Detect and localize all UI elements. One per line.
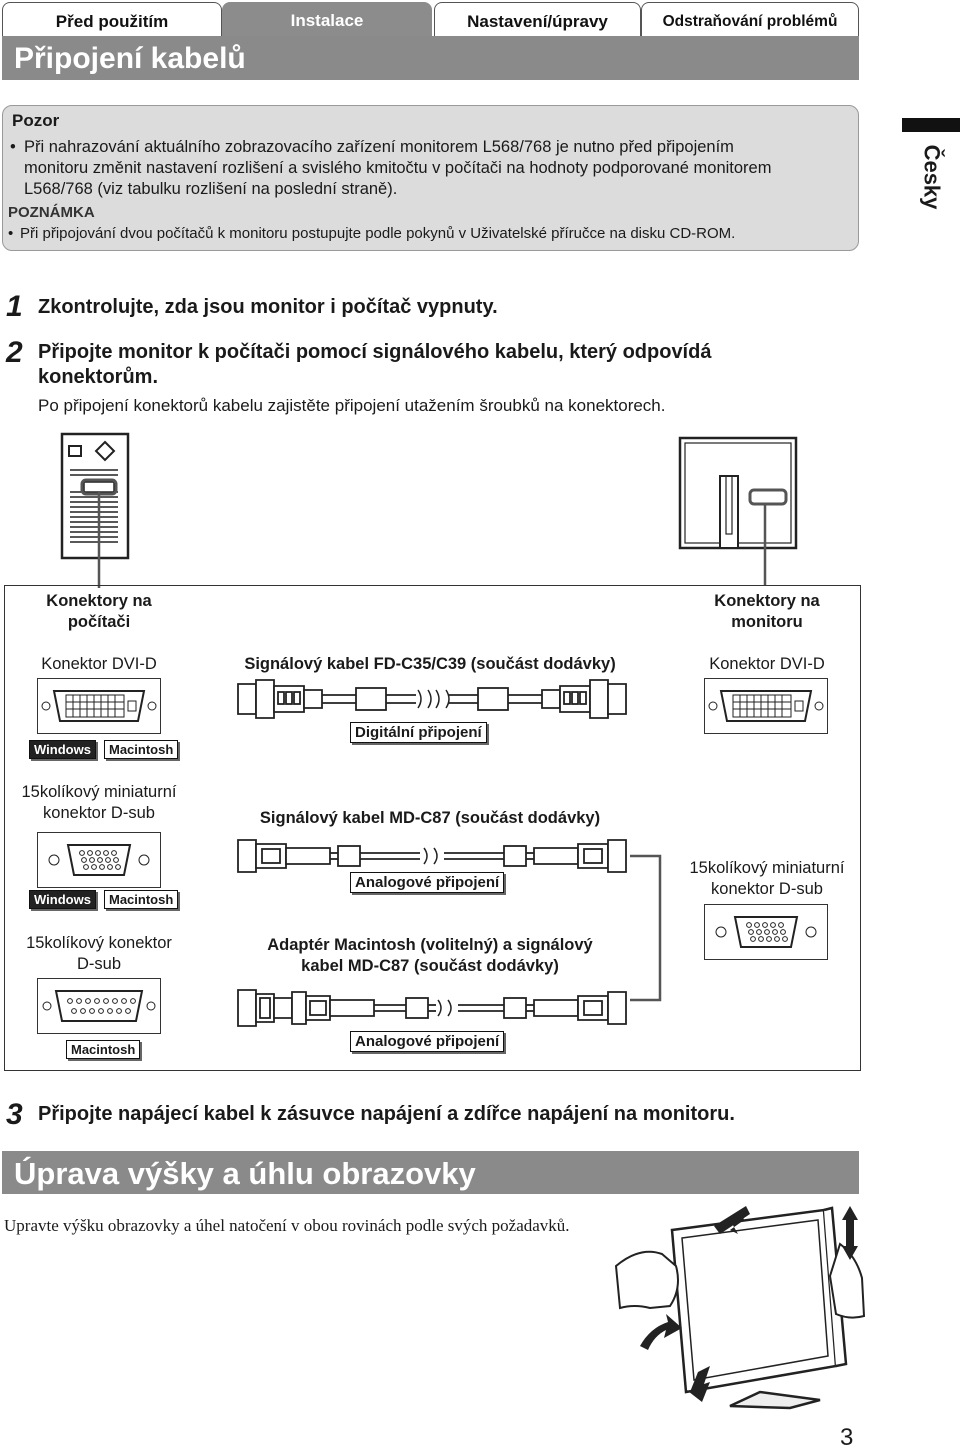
pc-header-line-2: počítači bbox=[67, 613, 131, 631]
tab-pred-pouzitim[interactable]: Před použitím bbox=[2, 2, 222, 37]
dvi-port-icon bbox=[708, 690, 824, 722]
caution-title: Pozor bbox=[12, 111, 60, 130]
monitor-dvi-port-box bbox=[704, 678, 828, 734]
mac-adapter-cable-illustration bbox=[237, 989, 627, 1027]
tab-nastaveni[interactable]: Nastavení/úpravy bbox=[434, 2, 641, 37]
mac-dsub-port-icon bbox=[42, 990, 156, 1022]
step-2-number: 2 bbox=[6, 336, 23, 369]
cable-join-lines bbox=[630, 854, 662, 1002]
pc-dsub-port-box bbox=[37, 832, 161, 888]
row2-pc-label-line-1: 15kolíkový miniaturní bbox=[21, 783, 177, 801]
row3-cable-label-line-2: kabel MD-C87 (součást dodávky) bbox=[301, 957, 559, 975]
step-2-subtext: Po připojení konektorů kabelu zajistěte … bbox=[38, 396, 666, 415]
dsub-port-icon bbox=[48, 844, 150, 876]
dsub-port-icon bbox=[715, 916, 817, 948]
row1-cable-label: Signálový kabel FD-C35/C39 (součást dodá… bbox=[244, 655, 616, 673]
tab-instalace[interactable]: Instalace bbox=[222, 2, 432, 36]
monitor-dsub-port-box bbox=[704, 904, 828, 960]
pc-header-line-1: Konektory na bbox=[46, 592, 152, 610]
dsub-cable-illustration bbox=[237, 839, 627, 873]
section-title: Připojení kabelů bbox=[2, 36, 859, 80]
page-number: 3 bbox=[840, 1424, 854, 1451]
step-2-line-1: Připojte monitor k počítači pomocí signá… bbox=[38, 341, 712, 363]
macintosh-badge-2: Macintosh bbox=[104, 890, 179, 909]
windows-badge-2: Windows bbox=[29, 890, 96, 909]
caution-line-3: L568/768 (viz tabulku rozlišení na posle… bbox=[24, 180, 398, 198]
row2-pc-label-line-2: konektor D-sub bbox=[43, 804, 155, 822]
row2-monitor-label-line-1: 15kolíkový miniaturní bbox=[689, 859, 845, 877]
step-2-line-2: konektorům. bbox=[38, 366, 159, 388]
macintosh-badge: Macintosh bbox=[104, 740, 179, 759]
analog-connection-badge-2: Analogové připojení bbox=[350, 1031, 505, 1052]
pc-tower-illustration bbox=[60, 432, 130, 560]
bullet-icon: • bbox=[10, 138, 16, 156]
caution-box bbox=[2, 105, 859, 251]
caution-line-2: monitoru změnit nastavení rozlišení a sv… bbox=[24, 159, 772, 177]
monitor-header-line-1: Konektory na bbox=[714, 592, 820, 610]
language-label: Česky bbox=[919, 144, 944, 210]
pc-mac-dsub-port-box bbox=[37, 978, 161, 1034]
note-bullet-icon: • bbox=[8, 225, 14, 242]
tab-odstranovani[interactable]: Odstraňování problémů bbox=[641, 2, 859, 37]
step-1-number: 1 bbox=[6, 290, 23, 323]
row1-pc-label: Konektor DVI-D bbox=[41, 655, 157, 673]
windows-badge: Windows bbox=[29, 740, 96, 759]
section-2-text: Upravte výšku obrazovky a úhel natočení … bbox=[4, 1216, 570, 1235]
pc-dvi-port-box bbox=[37, 678, 161, 734]
step-3-text: Připojte napájecí kabel k zásuvce napáje… bbox=[38, 1103, 735, 1125]
connection-diagram bbox=[4, 585, 861, 1071]
dvi-port-icon bbox=[41, 690, 157, 722]
note-text: Při připojování dvou počítačů k monitoru… bbox=[20, 225, 736, 242]
monitor-adjustment-illustration bbox=[614, 1206, 866, 1410]
analog-connection-badge-1: Analogové připojení bbox=[350, 872, 505, 893]
language-tab: Česky bbox=[902, 132, 960, 222]
step-3-number: 3 bbox=[6, 1098, 23, 1131]
monitor-header-line-2: monitoru bbox=[731, 613, 803, 631]
macintosh-badge-3: Macintosh bbox=[66, 1040, 141, 1059]
row3-pc-label-line-1: 15kolíkový konektor bbox=[26, 934, 172, 952]
note-title: POZNÁMKA bbox=[8, 204, 95, 221]
side-tab-marker bbox=[902, 118, 960, 132]
monitor-back-illustration bbox=[678, 436, 798, 586]
digital-connection-badge: Digitální připojení bbox=[350, 722, 487, 743]
row3-pc-label-line-2: D-sub bbox=[76, 955, 121, 973]
pc-leader-line bbox=[97, 492, 101, 588]
section-2-title: Úprava výšky a úhlu obrazovky bbox=[2, 1151, 859, 1194]
row2-monitor-label-line-2: konektor D-sub bbox=[711, 880, 823, 898]
caution-line-1: Při nahrazování aktuálního zobrazovacího… bbox=[24, 138, 734, 156]
row3-cable-label-line-1: Adaptér Macintosh (volitelný) a signálov… bbox=[267, 936, 593, 954]
row1-monitor-label: Konektor DVI-D bbox=[709, 655, 825, 673]
step-1-text: Zkontrolujte, zda jsou monitor i počítač… bbox=[38, 296, 498, 318]
row2-cable-label: Signálový kabel MD-C87 (součást dodávky) bbox=[259, 809, 601, 827]
dvi-cable-illustration bbox=[237, 679, 627, 719]
